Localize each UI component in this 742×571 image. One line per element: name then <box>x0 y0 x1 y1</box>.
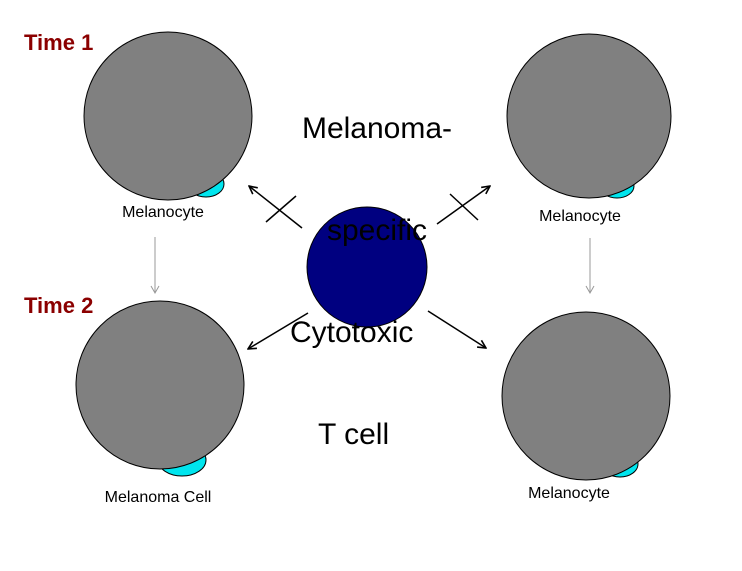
blocked-arrow-top-right <box>436 186 490 225</box>
label-bottom-left: Melanoma Cell <box>104 489 212 506</box>
melanocyte-top-right <box>506 33 672 199</box>
t-cell <box>306 206 428 328</box>
arrow-line <box>436 186 490 225</box>
melanocyte-bottom-right <box>501 311 671 481</box>
cell-body <box>83 31 253 201</box>
t-cell-title: Melanoma- specific Cytotoxic T cell <box>282 44 472 486</box>
melanoma-cell-bottom-left <box>75 300 245 477</box>
cell-body <box>75 300 245 470</box>
time-1-label: Time 1 <box>24 30 94 55</box>
title-line-2: specific <box>326 214 428 247</box>
attack-arrow-bottom-right <box>427 310 486 348</box>
label-bottom-right: Melanocyte <box>528 485 610 502</box>
title-line-4: T cell <box>318 418 390 451</box>
melanocyte-top-left <box>83 31 253 201</box>
block-cross <box>449 193 479 221</box>
label-top-left: Melanocyte <box>122 204 204 221</box>
label-top-right: Melanocyte <box>539 208 621 225</box>
title-line-1: Melanoma- <box>301 112 453 145</box>
cell-body <box>501 311 671 481</box>
arrow-line <box>249 186 303 229</box>
blocked-arrow-top-left <box>249 186 303 229</box>
block-cross <box>265 195 297 223</box>
title-line-3: Cytotoxic <box>290 316 414 349</box>
cell-body <box>506 33 672 199</box>
attack-arrow-bottom-left <box>248 312 309 349</box>
time-2-label: Time 2 <box>24 293 94 318</box>
